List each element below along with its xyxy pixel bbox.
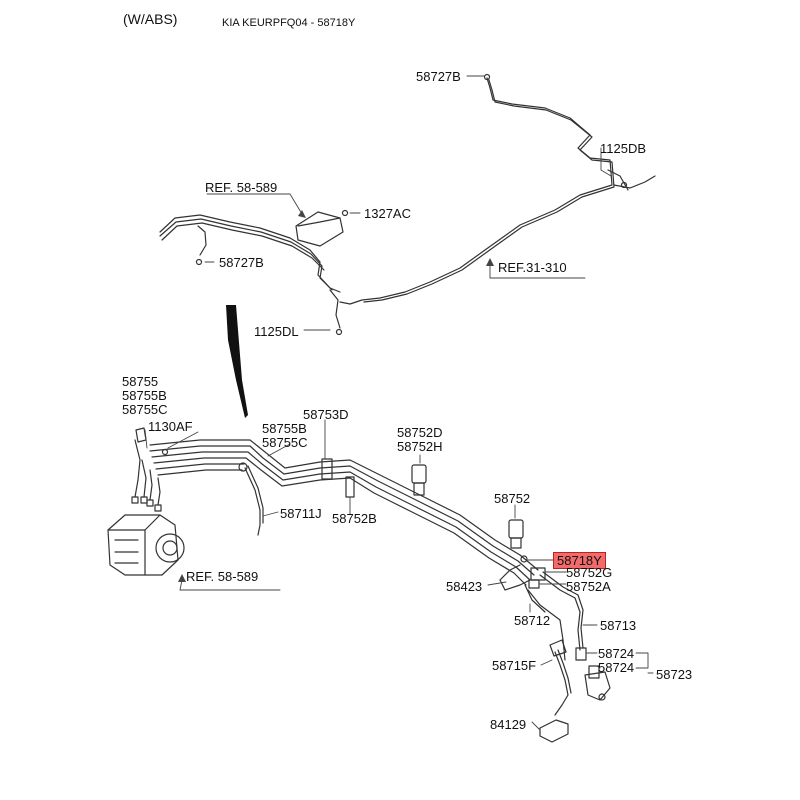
bolt-58727B-left xyxy=(195,258,203,266)
clip-58753D xyxy=(321,458,333,480)
bracket-58723 xyxy=(584,671,611,701)
part-label-58718Y-highlighted[interactable]: 58718Y xyxy=(553,552,606,569)
part-label-58711J[interactable]: 58711J xyxy=(280,506,322,521)
part-label-1125DB[interactable]: 1125DB xyxy=(600,141,647,156)
part-label-58755B-left[interactable]: 58755B xyxy=(122,388,167,403)
clip-58752H xyxy=(413,482,425,496)
clip-58727B-top xyxy=(483,73,491,81)
tube-58711J xyxy=(244,467,261,536)
part-label-58752A[interactable]: 58752A xyxy=(566,579,611,594)
part-label-58752[interactable]: 58752 xyxy=(494,491,531,506)
clip-58755B xyxy=(238,462,248,472)
ref-label-31-310[interactable]: REF.31-310 xyxy=(498,260,567,275)
clip-58752 xyxy=(508,519,524,539)
clip-58752D xyxy=(411,464,427,484)
abs-modulator xyxy=(107,514,185,576)
upper-left-harness xyxy=(159,214,341,329)
variant-label: (W/ABS) xyxy=(123,11,178,27)
part-label-58712[interactable]: 58712 xyxy=(514,613,551,628)
fitting-58724-a xyxy=(575,647,587,661)
ref-label-58-589-top[interactable]: REF. 58-589 xyxy=(205,180,278,195)
part-label-58752H[interactable]: 58752H xyxy=(397,439,443,454)
part-label-1125DL[interactable]: 1125DL xyxy=(254,324,299,339)
hose-58715F xyxy=(539,639,572,743)
part-label-58752B[interactable]: 58752B xyxy=(332,511,377,526)
part-label-58752G[interactable]: 58752G xyxy=(566,565,613,580)
part-label-1327AC[interactable]: 1327AC xyxy=(364,206,411,221)
part-label-58753D[interactable]: 58753D xyxy=(303,407,349,422)
gasket-84129 xyxy=(539,719,569,743)
lower-right-fittings xyxy=(575,647,611,701)
bolt-1130AF xyxy=(161,448,169,456)
part-label-58755[interactable]: 58755 xyxy=(122,374,159,389)
part-label-58727B-left[interactable]: 58727B xyxy=(219,255,264,270)
part-label-58715F[interactable]: 58715F xyxy=(492,658,537,673)
clip-58752A xyxy=(528,579,540,589)
part-label-58723[interactable]: 58723 xyxy=(656,667,693,682)
fitting-58718Y xyxy=(520,555,528,563)
part-label-1130AF[interactable]: 1130AF xyxy=(148,419,193,434)
catalog-reference: KIA KEURPFQ04 - 58718Y xyxy=(222,17,356,29)
part-label-58755C-left[interactable]: 58755C xyxy=(122,402,168,417)
right-branch-lines xyxy=(499,564,584,661)
part-label-58724-a[interactable]: 58724 xyxy=(598,646,635,661)
part-label-58713[interactable]: 58713 xyxy=(600,618,637,633)
part-label-84129[interactable]: 84129 xyxy=(490,717,527,732)
connector-arrow xyxy=(226,305,248,418)
part-label-58724-b[interactable]: 58724 xyxy=(598,660,635,675)
part-label-58752D[interactable]: 58752D xyxy=(397,425,443,440)
leader-lines xyxy=(144,75,654,731)
fitting-58724-b xyxy=(588,665,600,679)
bolt-1327AC xyxy=(341,209,349,217)
clip-58752B xyxy=(345,476,355,498)
part-label-58755B-mid[interactable]: 58755B xyxy=(262,421,307,436)
upper-control-module xyxy=(295,211,344,247)
part-label-58755C-mid[interactable]: 58755C xyxy=(262,435,308,450)
bolt-1125DB xyxy=(620,181,628,189)
lower-brake-tube-bundle xyxy=(149,439,539,586)
part-label-58423[interactable]: 58423 xyxy=(446,579,483,594)
clip-58752-base xyxy=(510,537,522,549)
bolt-1125DL xyxy=(335,328,343,336)
ref-label-58-589-bottom[interactable]: REF. 58-589 xyxy=(186,569,259,584)
part-label-58727B-top[interactable]: 58727B xyxy=(416,69,461,84)
